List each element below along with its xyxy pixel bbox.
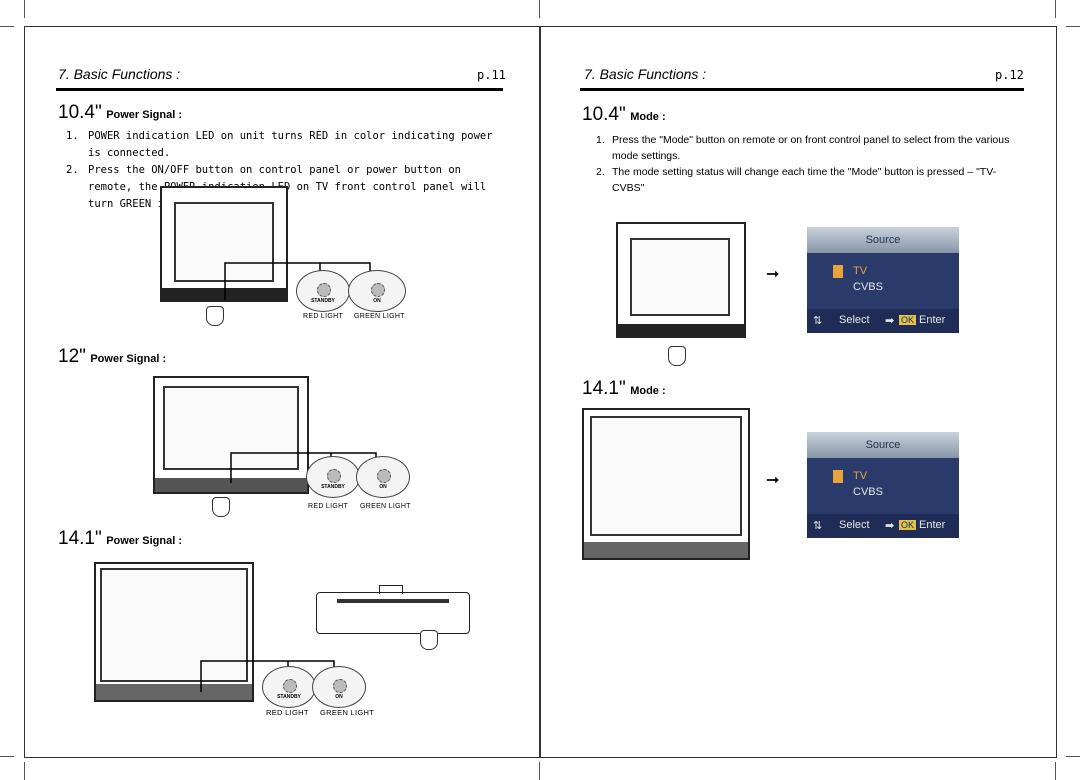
right-header-rule	[580, 88, 1024, 91]
pressing-hand-icon	[212, 497, 230, 517]
crop-mark	[24, 762, 25, 780]
red-light-caption: RED LIGHT	[303, 313, 344, 320]
left-page-frame	[24, 26, 541, 758]
crop-mark	[1055, 762, 1056, 780]
section-label: Power Signal :	[106, 109, 182, 121]
green-light-caption: GREEN LIGHT	[320, 708, 375, 717]
left-page-header: 7. Basic Functions :	[58, 66, 181, 82]
standby-led: STANDBY	[296, 270, 350, 312]
standby-led: STANDBY	[262, 666, 316, 708]
arrow-right-icon: ➞	[766, 472, 780, 489]
section-size: 12"	[58, 346, 86, 367]
right-steps: 1. Press the "Mode" button on remote or …	[596, 132, 1014, 196]
section-label: Power Signal :	[90, 353, 167, 365]
pressing-hand-icon	[668, 346, 686, 366]
section-title-12-power: 12" Power Signal :	[58, 346, 166, 368]
standby-led: STANDBY	[306, 456, 360, 498]
tv-10-4-illustration	[160, 186, 288, 302]
up-down-arrows-icon: ⇅	[813, 520, 823, 532]
up-down-arrows-icon: ⇅	[813, 315, 823, 327]
osd-option-tv: TV	[853, 265, 868, 277]
right-arrow-icon: ➡	[885, 315, 895, 327]
osd-title: Source	[807, 432, 959, 458]
right-arrow-icon: ➡	[885, 520, 895, 532]
osd-option-cvbs: CVBS	[853, 486, 883, 498]
crop-mark	[1066, 26, 1080, 27]
crop-mark	[539, 0, 540, 18]
left-page-number: p.11	[477, 68, 506, 82]
section-title-10-4-power: 10.4" Power Signal :	[58, 102, 182, 124]
osd-option-tv: TV	[853, 470, 868, 482]
source-menu-osd: Source TV CVBS ⇅ Select ➡ OK Enter	[807, 227, 959, 333]
on-led: ON	[356, 456, 410, 498]
crop-mark	[0, 756, 14, 757]
tv-10-4-illustration	[616, 222, 746, 338]
selection-arrow-icon	[833, 470, 843, 483]
pressing-hand-icon	[420, 630, 438, 650]
on-led: ON	[312, 666, 366, 708]
osd-title: Source	[807, 227, 959, 253]
osd-footer: ⇅ Select ➡ OK Enter	[807, 309, 959, 333]
section-size: 10.4"	[582, 104, 626, 125]
osd-option-cvbs: CVBS	[853, 281, 883, 293]
source-menu-osd: Source TV CVBS ⇅ Select ➡ OK Enter	[807, 432, 959, 538]
ok-badge: OK	[899, 520, 917, 530]
on-led: ON	[348, 270, 406, 312]
red-light-caption: RED LIGHT	[308, 503, 349, 510]
osd-footer: ⇅ Select ➡ OK Enter	[807, 514, 959, 538]
step-item: 1. POWER indication LED on unit turns RE…	[66, 130, 493, 159]
tv-side-panel-illustration	[316, 585, 470, 634]
crop-mark	[1066, 756, 1080, 757]
left-header-rule	[56, 88, 503, 91]
section-title-14-1-mode: 14.1" Mode :	[582, 378, 666, 400]
pressing-hand-icon	[206, 306, 224, 326]
ok-badge: OK	[899, 315, 917, 325]
tv-14-1-illustration	[582, 408, 750, 560]
red-light-caption: RED LIGHT	[266, 708, 309, 717]
section-label: Mode :	[630, 385, 666, 397]
section-label: Power Signal :	[106, 535, 182, 547]
arrow-right-icon: ➞	[766, 266, 780, 283]
green-light-caption: GREEN LIGHT	[354, 313, 405, 320]
section-size: 14.1"	[582, 378, 626, 399]
section-size: 10.4"	[58, 102, 102, 123]
step-item: 1. Press the "Mode" button on remote or …	[596, 134, 1010, 162]
right-page-header: 7. Basic Functions :	[584, 66, 707, 82]
selection-arrow-icon	[833, 265, 843, 278]
crop-mark	[0, 26, 14, 27]
tv-14-1-illustration	[94, 562, 254, 702]
right-page-number: p.12	[995, 68, 1024, 82]
section-size: 14.1"	[58, 528, 102, 549]
section-label: Mode :	[630, 111, 666, 123]
step-item: 2. The mode setting status will change e…	[596, 166, 997, 194]
green-light-caption: GREEN LIGHT	[360, 503, 411, 510]
section-title-10-4-mode: 10.4" Mode :	[582, 104, 666, 126]
right-page-frame	[539, 26, 1057, 758]
crop-mark	[24, 0, 25, 18]
crop-mark	[539, 762, 540, 780]
crop-mark	[1055, 0, 1056, 18]
section-title-14-1-power: 14.1" Power Signal :	[58, 528, 182, 550]
